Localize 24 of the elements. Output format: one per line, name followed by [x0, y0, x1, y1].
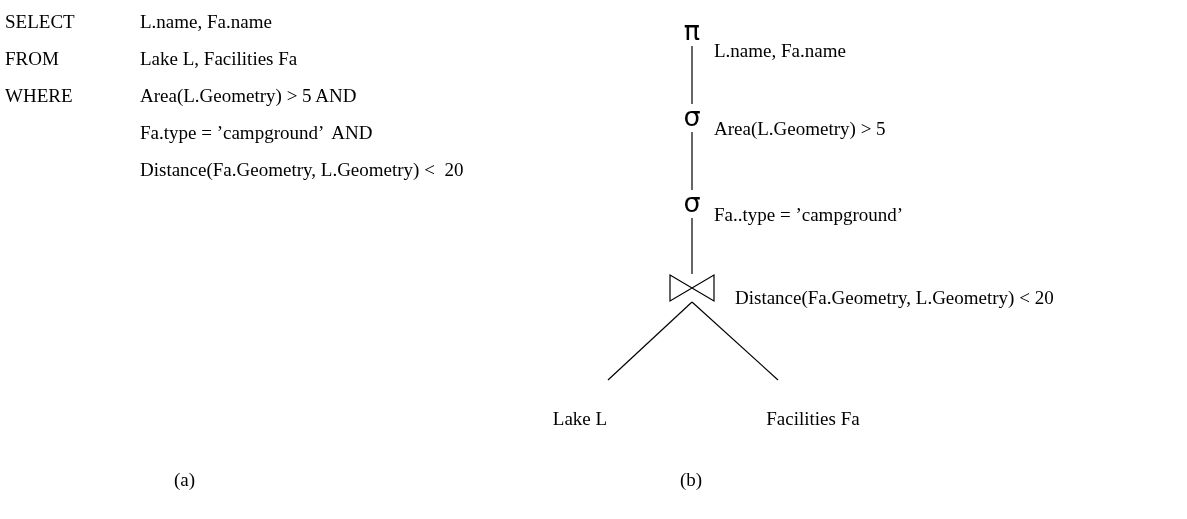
clause-text: Lake L, Facilities Fa [140, 48, 298, 70]
tree-edge [691, 131, 693, 191]
tree-edge [607, 301, 693, 381]
operator-symbol: σ [680, 190, 704, 218]
clause-text: Distance(Fa.Geometry, L.Geometry) < 20 [140, 159, 464, 181]
tree-edge [691, 301, 779, 381]
keyword: SELECT [5, 11, 75, 33]
clause-text: Fa.type = ’campground’ AND [140, 122, 373, 144]
panel-label: (b) [680, 469, 703, 491]
operator-symbol: σ [680, 104, 704, 132]
condition-text: L.name, Fa.name [714, 40, 846, 62]
condition-text: Area(L.Geometry) > 5 [714, 118, 886, 140]
condition-text: Fa..type = ’campground’ [714, 204, 904, 226]
keyword: WHERE [5, 85, 73, 107]
condition-text: Distance(Fa.Geometry, L.Geometry) < 20 [735, 287, 1054, 309]
join-symbol [669, 274, 715, 302]
relation-name: Facilities Fa [746, 380, 880, 432]
clause-text: Area(L.Geometry) > 5 AND [140, 85, 357, 107]
panel-label: (a) [174, 469, 196, 491]
clause-text: L.name, Fa.name [140, 11, 272, 33]
operator-symbol: π [680, 18, 704, 46]
tree-edge [691, 45, 693, 105]
relation-name: Lake L [547, 380, 613, 432]
keyword: FROM [5, 48, 59, 70]
